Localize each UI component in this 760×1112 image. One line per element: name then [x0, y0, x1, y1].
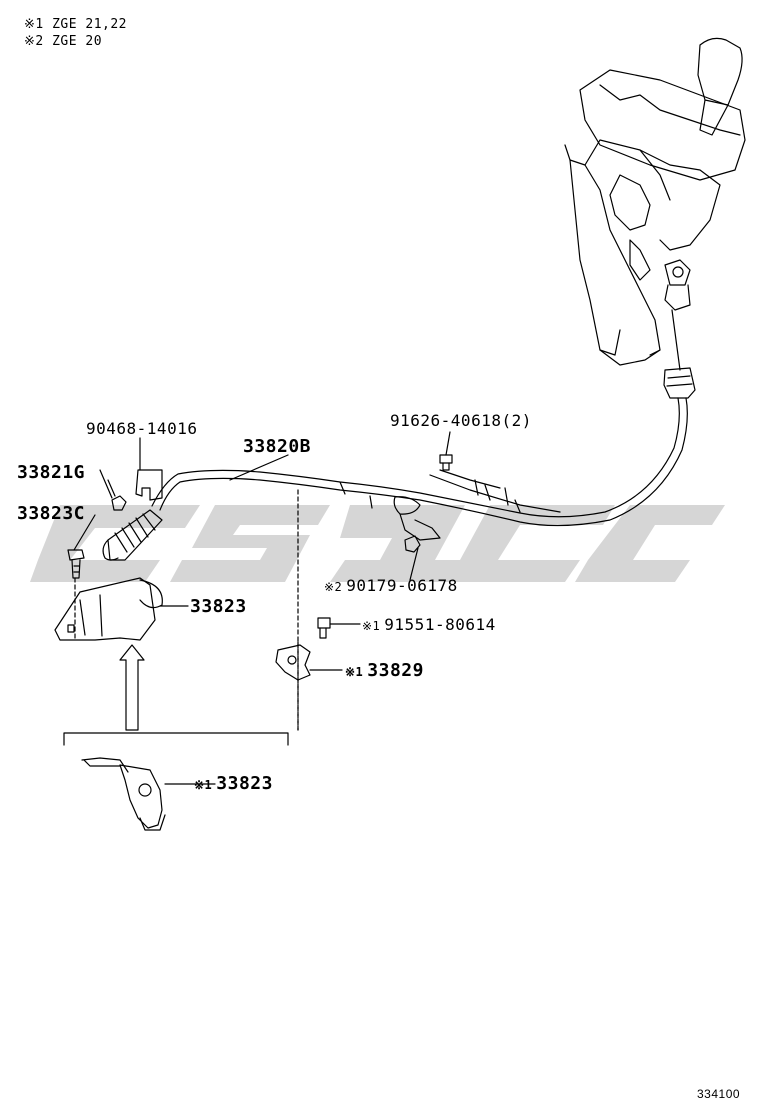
- nut-90179: [404, 535, 421, 553]
- part-label-90468-14016[interactable]: 90468-14016: [86, 419, 198, 438]
- bolt-33823c: [67, 549, 85, 579]
- part-label-91626-40618[interactable]: 91626-40618(2): [390, 411, 532, 430]
- diagram-code: 334100: [697, 1087, 741, 1101]
- shift-cable: [151, 397, 688, 541]
- clip-33829: [275, 644, 311, 681]
- clip-90468: [135, 469, 163, 501]
- watermark-logo: [30, 505, 725, 582]
- alt-bracket-group: [63, 732, 289, 831]
- leader-lines: [73, 431, 451, 785]
- part-label-33823c[interactable]: 33823C: [17, 503, 86, 524]
- arrow-up: [119, 644, 145, 731]
- cable-boot: [102, 509, 163, 561]
- shift-lever-assembly: [564, 37, 746, 399]
- part-label-33823[interactable]: 33823: [190, 596, 247, 617]
- nut-33821g: [107, 479, 127, 511]
- note-1: ※1 ZGE 21,22: [24, 17, 128, 32]
- bolt-91626: [439, 454, 453, 471]
- part-label-33820b[interactable]: 33820B: [243, 436, 312, 457]
- part-label-33821g[interactable]: 33821G: [17, 462, 86, 483]
- bolt-91551: [317, 617, 331, 639]
- bracket-33823: [54, 577, 163, 641]
- note-2: ※2 ZGE 20: [24, 34, 103, 49]
